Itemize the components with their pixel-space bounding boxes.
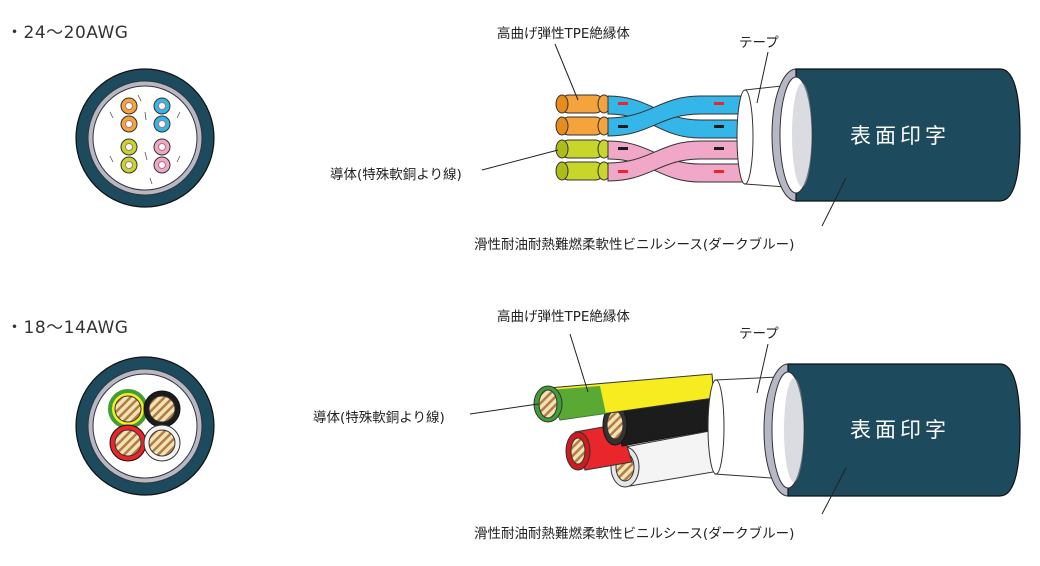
cross-section-1 [75, 68, 215, 208]
tape-label-2: テープ [739, 326, 779, 342]
section-title-2: ・18〜14AWG [6, 318, 129, 338]
cross-section-2 [75, 356, 215, 496]
sheath-label-1: 滑性耐油耐熱難燃柔軟性ビニルシース(ダークブルー) [474, 237, 795, 253]
print-text-1: 表面印字 [850, 124, 950, 148]
insulation-label-2: 高曲げ弾性TPE絶縁体 [497, 309, 630, 325]
conductor-label-2: 導体(特殊軟銅より線) [313, 410, 445, 426]
sheath-label-2: 滑性耐油耐熱難燃柔軟性ビニルシース(ダークブルー) [474, 526, 795, 542]
leader-lines-2 [469, 333, 847, 515]
side-view-2 [533, 363, 1021, 497]
side-view-1 [555, 68, 1021, 202]
tape-label-1: テープ [739, 35, 779, 51]
conductor-label-1: 導体(特殊軟銅より線) [330, 167, 462, 183]
section-title-1: ・24〜20AWG [6, 23, 129, 43]
insulation-label-1: 高曲げ弾性TPE絶縁体 [497, 26, 630, 42]
leader-lines-1 [481, 43, 847, 227]
print-text-2: 表面印字 [850, 418, 950, 442]
